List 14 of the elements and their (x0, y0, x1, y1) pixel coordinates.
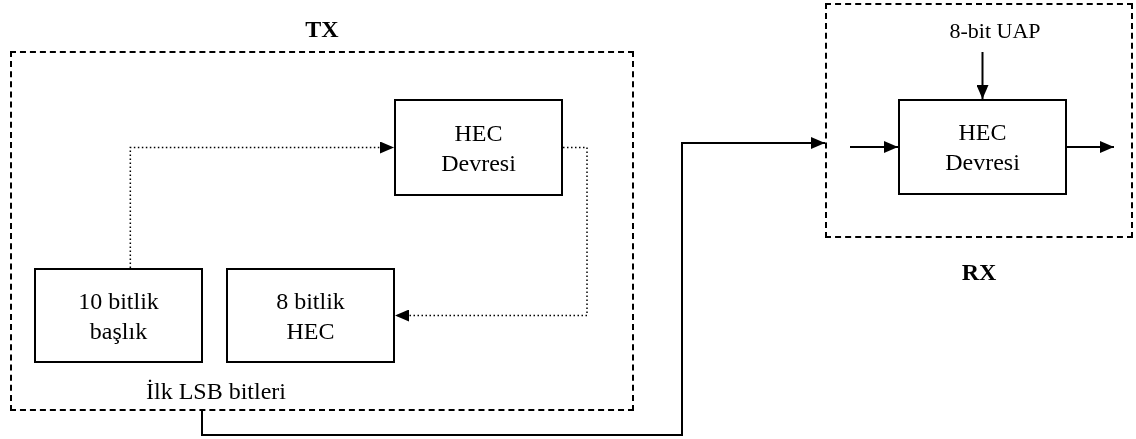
arrow (201, 137, 826, 436)
arrow (976, 51, 989, 100)
process-box: HEC Devresi (394, 99, 563, 196)
group-title: RX (960, 260, 998, 284)
dotted-arrow (394, 146, 588, 322)
group-note: İlk LSB bitleri (146, 379, 286, 403)
process-box: HEC Devresi (898, 99, 1067, 195)
group-title: TX (304, 17, 340, 41)
process-box: 8 bitlik HEC (226, 268, 395, 363)
process-box: 10 bitlik başlık (34, 268, 203, 363)
arrow (849, 141, 899, 153)
arrow (1066, 141, 1115, 153)
input-label: 8-bit UAP (915, 12, 1075, 50)
dotted-arrow (129, 141, 395, 269)
